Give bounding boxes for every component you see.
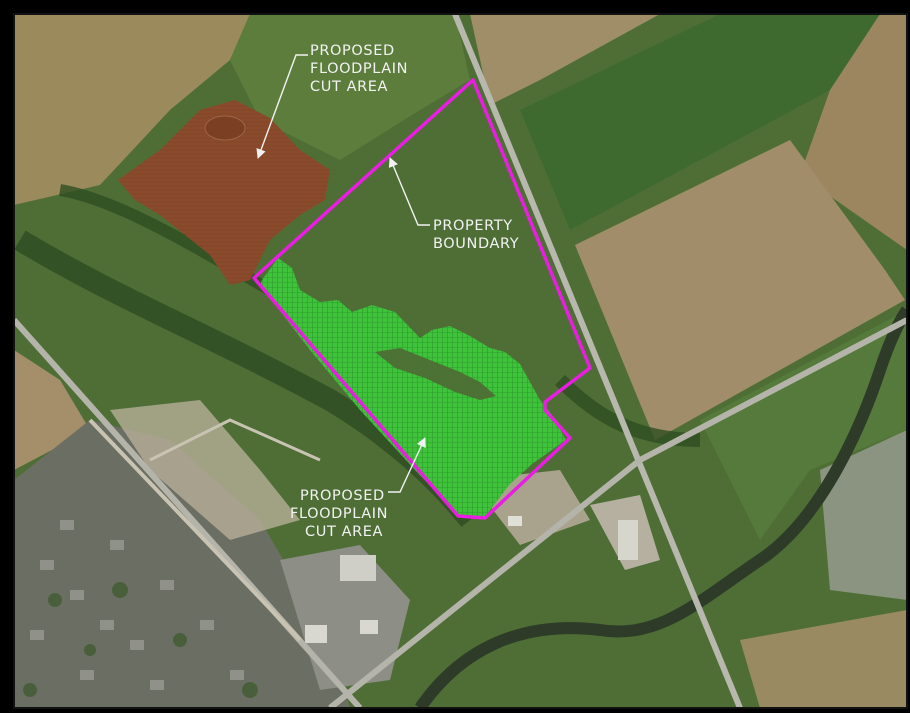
river [415,306,907,708]
south-cut-label-line-3: CUT AREA [305,524,383,540]
residential-area [14,420,350,708]
south-cut-leader-arrow [388,437,426,493]
aerial-imagery [14,14,907,708]
north-cut-leader-arrow [256,54,308,159]
north-cut-label-line-1: PROPOSED [310,43,395,59]
north-floodplain-cut-area [118,100,330,285]
property-boundary-label: PROPERTY BOUNDARY [433,218,519,252]
field-northwest [14,14,250,205]
road-west [14,318,363,708]
property-boundary-line [252,78,592,520]
construction-area [110,400,300,540]
south-cut-label: PROPOSED FLOODPLAIN CUT AREA [290,488,393,540]
road-north-south [452,14,743,708]
south-floodplain-cut-area [260,258,566,518]
field-east-tan [575,140,905,440]
south-cut-label-line-1: PROPOSED [300,488,385,504]
boundary-label-line-1: PROPERTY [433,218,513,234]
north-cut-label-line-3: CUT AREA [310,79,388,95]
south-cut-label-line-2: FLOODPLAIN [290,506,388,522]
north-cut-label: PROPOSED FLOODPLAIN CUT AREA [310,43,413,95]
boundary-label-line-2: BOUNDARY [433,236,519,252]
field-north [230,14,470,160]
field-east-green [520,14,880,230]
north-cut-label-line-2: FLOODPLAIN [310,61,408,77]
boundary-leader-arrow [388,157,430,226]
road-east-west [328,317,907,708]
field-north-east [470,14,660,105]
